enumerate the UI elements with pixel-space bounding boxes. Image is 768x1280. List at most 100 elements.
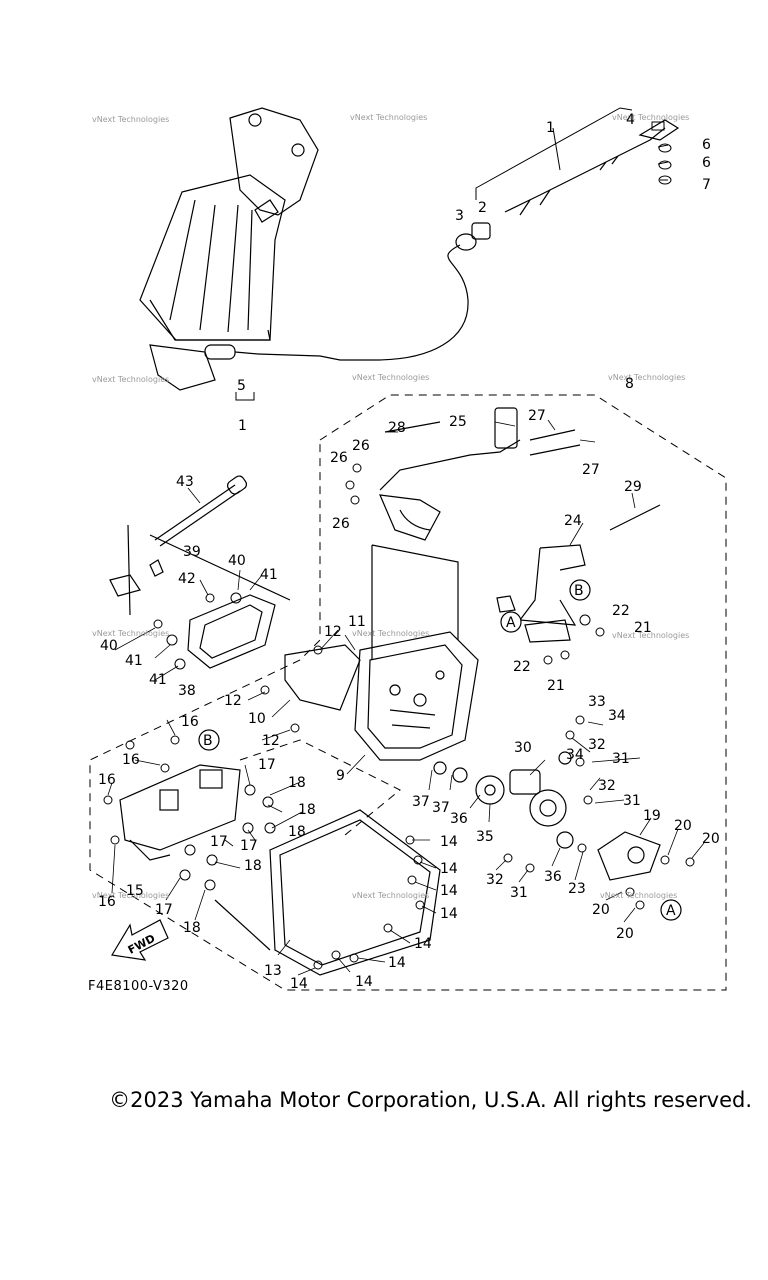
callout-18: 18 (288, 775, 306, 791)
reference-a: A (666, 903, 676, 919)
part-callouts: 1 2 3 4 6 6 7 5 1 8 28 25 27 27 26 26 26… (98, 112, 720, 992)
callout-16: 16 (122, 752, 140, 768)
callout-16: 16 (181, 714, 199, 730)
callout-16: 16 (98, 894, 116, 910)
callout-29: 29 (624, 479, 642, 495)
callout-17: 17 (210, 834, 228, 850)
callout-6: 6 (702, 155, 711, 171)
callout-14: 14 (414, 936, 432, 952)
callout-14: 14 (440, 834, 458, 850)
cable-callout-bracket (235, 107, 669, 401)
ecu-module-part (119, 764, 241, 861)
callout-28: 28 (388, 420, 406, 436)
callout-21: 21 (634, 620, 652, 636)
parts-exploded-diagram: vNext Technologies vNext Technologies vN… (88, 107, 727, 994)
callout-27: 27 (528, 408, 546, 424)
callout-20: 20 (616, 926, 634, 942)
callout-31: 31 (510, 885, 528, 901)
reference-a: A (506, 615, 516, 631)
callout-1: 1 (238, 418, 247, 434)
callout-18: 18 (183, 920, 201, 936)
callout-11: 11 (348, 614, 366, 630)
callout-8: 8 (625, 376, 634, 392)
callout-36: 36 (544, 869, 562, 885)
callout-20: 20 (674, 818, 692, 834)
cover-part (214, 809, 441, 976)
callout-34: 34 (608, 708, 626, 724)
callout-14: 14 (440, 861, 458, 877)
callout-34: 34 (566, 747, 584, 763)
leader-lines (107, 419, 705, 976)
callout-1: 1 (546, 120, 555, 136)
callout-7: 7 (702, 177, 711, 193)
callout-22: 22 (513, 659, 531, 675)
callout-40: 40 (100, 638, 118, 654)
callout-3: 3 (455, 208, 464, 224)
watermark-text: vNext Technologies (92, 375, 169, 384)
callout-23: 23 (568, 881, 586, 897)
callout-12: 12 (262, 733, 280, 749)
callout-5: 5 (237, 378, 246, 394)
callout-30: 30 (514, 740, 532, 756)
control-rod-part (109, 475, 248, 597)
callout-17: 17 (240, 838, 258, 854)
callout-14: 14 (388, 955, 406, 971)
callout-14: 14 (290, 976, 308, 992)
watermark-text: vNext Technologies (608, 373, 685, 382)
reference-b: B (203, 733, 213, 749)
steering-column-part (139, 107, 319, 391)
callout-14: 14 (440, 883, 458, 899)
figure-code: F4E8100-V320 (88, 979, 189, 994)
callout-32: 32 (598, 778, 616, 794)
callout-26: 26 (352, 438, 370, 454)
reference-letters: B A B A (203, 583, 676, 919)
callout-17: 17 (258, 757, 276, 773)
forward-direction-arrow (111, 919, 169, 961)
mounting-bracket-part (597, 831, 661, 881)
callout-41: 41 (125, 653, 143, 669)
callout-6: 6 (702, 137, 711, 153)
watermark-text: vNext Technologies (612, 113, 689, 122)
callout-40: 40 (228, 553, 246, 569)
wire-harness-part (371, 407, 661, 660)
callout-32: 32 (486, 872, 504, 888)
controller-box-part (354, 631, 479, 761)
callout-14: 14 (440, 906, 458, 922)
watermark-group: vNext Technologies vNext Technologies vN… (92, 113, 689, 900)
callout-12: 12 (224, 693, 242, 709)
callout-20: 20 (702, 831, 720, 847)
callout-21: 21 (547, 678, 565, 694)
callout-32: 32 (588, 737, 606, 753)
callout-18: 18 (244, 858, 262, 874)
watermark-text: vNext Technologies (350, 113, 427, 122)
callout-19: 19 (643, 808, 661, 824)
watermark-text: vNext Technologies (92, 891, 169, 900)
watermark-text: vNext Technologies (92, 115, 169, 124)
watermark-text: vNext Technologies (352, 891, 429, 900)
callout-35: 35 (476, 829, 494, 845)
callout-26: 26 (330, 450, 348, 466)
callout-43: 43 (176, 474, 194, 490)
callout-38: 38 (178, 683, 196, 699)
steering-cable-part (257, 119, 680, 361)
callout-14: 14 (355, 974, 373, 990)
plate-and-gasket-part (127, 524, 361, 711)
callout-25: 25 (449, 414, 467, 430)
callout-15: 15 (126, 883, 144, 899)
callout-27: 27 (582, 462, 600, 478)
watermark-text: vNext Technologies (600, 891, 677, 900)
callout-39: 39 (183, 544, 201, 560)
callout-12: 12 (324, 624, 342, 640)
sensor-bracket-part (496, 544, 586, 643)
callout-33: 33 (588, 694, 606, 710)
callout-20: 20 (592, 902, 610, 918)
callout-10: 10 (248, 711, 266, 727)
callout-41: 41 (149, 672, 167, 688)
callout-37: 37 (412, 794, 430, 810)
watermark-text: vNext Technologies (92, 629, 169, 638)
callout-13: 13 (264, 963, 282, 979)
callout-9: 9 (336, 768, 345, 784)
watermark-text: vNext Technologies (352, 373, 429, 382)
callout-31: 31 (623, 793, 641, 809)
callout-18: 18 (288, 824, 306, 840)
